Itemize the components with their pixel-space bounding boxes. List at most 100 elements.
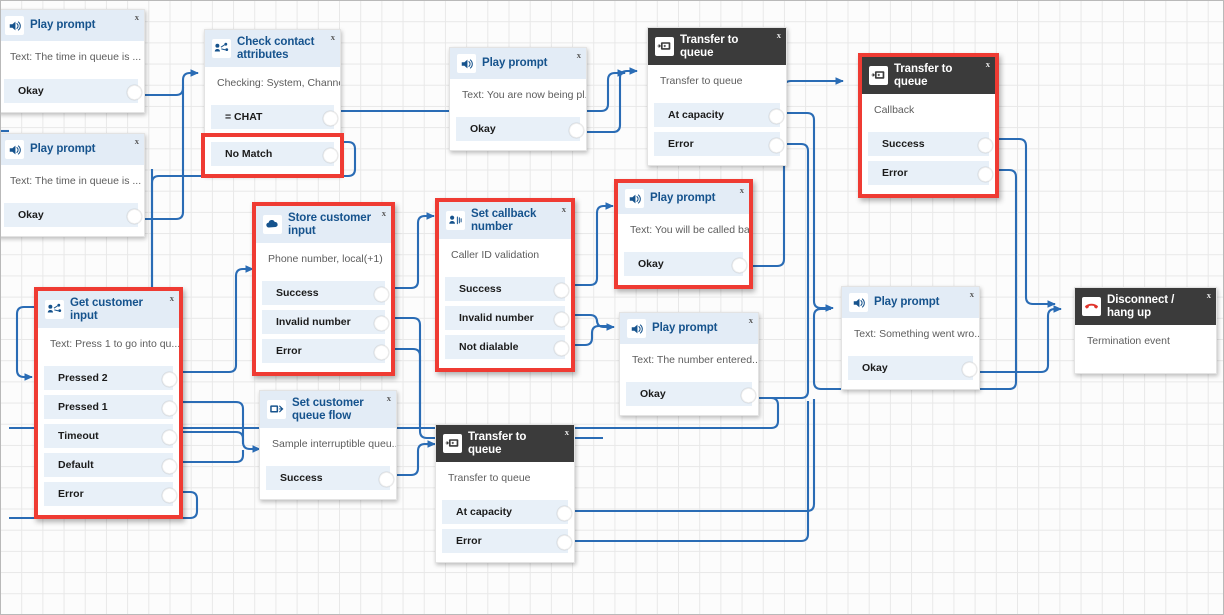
close-icon[interactable]: x bbox=[776, 30, 781, 40]
port-error[interactable]: Error bbox=[44, 482, 177, 506]
port-success[interactable]: Success bbox=[266, 466, 394, 490]
port-error[interactable]: Error bbox=[868, 161, 993, 185]
port-error[interactable]: Error bbox=[442, 529, 572, 553]
port-connector[interactable] bbox=[554, 311, 569, 327]
port-connector[interactable] bbox=[569, 122, 584, 138]
port-connector[interactable] bbox=[127, 208, 142, 224]
transfer-queue-icon bbox=[869, 66, 888, 85]
close-icon[interactable]: x bbox=[1206, 290, 1211, 300]
port-at-capacity[interactable]: At capacity bbox=[654, 103, 784, 127]
close-icon[interactable]: x bbox=[386, 393, 391, 403]
port-connector[interactable] bbox=[978, 166, 993, 182]
port-connector[interactable] bbox=[557, 505, 572, 521]
port-success[interactable]: Success bbox=[262, 281, 389, 305]
close-icon[interactable]: x bbox=[134, 136, 139, 146]
port-connector[interactable] bbox=[162, 400, 177, 416]
port-error[interactable]: Error bbox=[654, 132, 784, 156]
close-icon[interactable]: x bbox=[169, 293, 174, 303]
node-set-customer-queue-flow[interactable]: Set customer queue flow x Sample interru… bbox=[259, 390, 397, 500]
node-transfer-to-queue-top[interactable]: Transfer to queue x Transfer to queue At… bbox=[647, 27, 787, 166]
port-error[interactable]: Error bbox=[262, 339, 389, 363]
node-header: Disconnect / hang up x bbox=[1075, 288, 1216, 325]
node-get-customer-input[interactable]: Get customer input x Text: Press 1 to go… bbox=[34, 287, 183, 519]
port-pressed-2[interactable]: Pressed 2 bbox=[44, 366, 177, 390]
node-ports: At capacity Error bbox=[436, 500, 574, 562]
port-equals-chat[interactable]: = CHAT bbox=[211, 105, 338, 129]
port-connector[interactable] bbox=[557, 534, 572, 550]
close-icon[interactable]: x bbox=[381, 208, 386, 218]
port-success[interactable]: Success bbox=[445, 277, 569, 301]
node-header: Store customer input x bbox=[256, 206, 391, 243]
port-connector[interactable] bbox=[769, 137, 784, 153]
port-default[interactable]: Default bbox=[44, 453, 177, 477]
port-okay[interactable]: Okay bbox=[624, 252, 747, 276]
port-connector[interactable] bbox=[769, 108, 784, 124]
node-ports: Success bbox=[260, 466, 396, 499]
node-transfer-to-queue-bottom[interactable]: Transfer to queue x Transfer to queue At… bbox=[435, 424, 575, 563]
close-icon[interactable]: x bbox=[748, 315, 753, 325]
port-success[interactable]: Success bbox=[868, 132, 993, 156]
port-connector[interactable] bbox=[374, 344, 389, 360]
node-ports: Success Invalid number Error bbox=[256, 281, 391, 372]
port-okay[interactable]: Okay bbox=[848, 356, 977, 380]
port-connector[interactable] bbox=[554, 340, 569, 356]
port-label: Timeout bbox=[58, 430, 99, 442]
port-connector[interactable] bbox=[162, 487, 177, 503]
close-icon[interactable]: x bbox=[134, 12, 139, 22]
port-invalid-number[interactable]: Invalid number bbox=[262, 310, 389, 334]
close-icon[interactable]: x bbox=[561, 204, 566, 214]
port-connector[interactable] bbox=[741, 387, 756, 403]
port-not-dialable[interactable]: Not dialable bbox=[445, 335, 569, 359]
node-play-prompt-something-wrong[interactable]: Play prompt x Text: Something went wro..… bbox=[841, 286, 980, 390]
speaker-icon bbox=[5, 16, 24, 35]
port-connector[interactable] bbox=[323, 147, 338, 163]
port-invalid-number[interactable]: Invalid number bbox=[445, 306, 569, 330]
close-icon[interactable]: x bbox=[330, 32, 335, 42]
node-transfer-to-queue-callback[interactable]: Transfer to queue x Callback Success Err… bbox=[858, 53, 999, 198]
port-connector[interactable] bbox=[127, 84, 142, 100]
port-connector[interactable] bbox=[323, 110, 338, 126]
port-connector[interactable] bbox=[962, 361, 977, 377]
node-check-contact-attributes[interactable]: Check contact attributes x Checking: Sys… bbox=[201, 29, 344, 178]
port-connector[interactable] bbox=[374, 286, 389, 302]
port-connector[interactable] bbox=[978, 137, 993, 153]
port-okay[interactable]: Okay bbox=[626, 382, 756, 406]
port-label: Error bbox=[456, 535, 482, 547]
close-icon[interactable]: x bbox=[564, 427, 569, 437]
port-timeout[interactable]: Timeout bbox=[44, 424, 177, 448]
port-connector[interactable] bbox=[554, 282, 569, 298]
port-label: Error bbox=[276, 345, 302, 357]
port-connector[interactable] bbox=[732, 257, 747, 273]
port-okay[interactable]: Okay bbox=[4, 79, 142, 103]
port-pressed-1[interactable]: Pressed 1 bbox=[44, 395, 177, 419]
branch-attributes-icon bbox=[212, 39, 231, 58]
close-icon[interactable]: x bbox=[969, 289, 974, 299]
port-connector[interactable] bbox=[374, 315, 389, 331]
port-okay[interactable]: Okay bbox=[4, 203, 142, 227]
close-icon[interactable]: x bbox=[739, 185, 744, 195]
port-connector[interactable] bbox=[379, 471, 394, 487]
port-label: Success bbox=[459, 283, 502, 295]
node-store-customer-input[interactable]: Store customer input x Phone number, loc… bbox=[252, 202, 395, 376]
node-ports: Okay bbox=[1, 79, 144, 112]
node-ports: Pressed 2 Pressed 1 Timeout Default Erro… bbox=[38, 366, 179, 515]
port-connector[interactable] bbox=[162, 429, 177, 445]
node-title: Store customer input bbox=[288, 212, 371, 237]
close-icon[interactable]: x bbox=[985, 59, 990, 69]
node-play-prompt-called-back[interactable]: Play prompt x Text: You will be called b… bbox=[614, 179, 753, 289]
port-at-capacity[interactable]: At capacity bbox=[442, 500, 572, 524]
port-no-match-highlight[interactable]: No Match bbox=[201, 133, 344, 178]
node-disconnect-hang-up[interactable]: Disconnect / hang up x Termination event bbox=[1074, 287, 1217, 374]
node-set-callback-number[interactable]: Set callback number x Caller ID validati… bbox=[435, 198, 575, 372]
port-connector[interactable] bbox=[162, 458, 177, 474]
node-play-prompt-queue-2[interactable]: Play prompt x Text: The time in queue is… bbox=[1, 133, 145, 237]
port-no-match[interactable]: No Match bbox=[211, 142, 338, 166]
node-play-prompt-number-entered[interactable]: Play prompt x Text: The number entered..… bbox=[619, 312, 759, 416]
node-play-prompt-being-placed[interactable]: Play prompt x Text: You are now being pl… bbox=[449, 47, 587, 151]
port-connector[interactable] bbox=[162, 371, 177, 387]
node-play-prompt-queue-1[interactable]: Play prompt x Text: The time in queue is… bbox=[1, 9, 145, 113]
port-label: Error bbox=[882, 167, 908, 179]
close-icon[interactable]: x bbox=[576, 50, 581, 60]
port-okay[interactable]: Okay bbox=[456, 117, 584, 141]
